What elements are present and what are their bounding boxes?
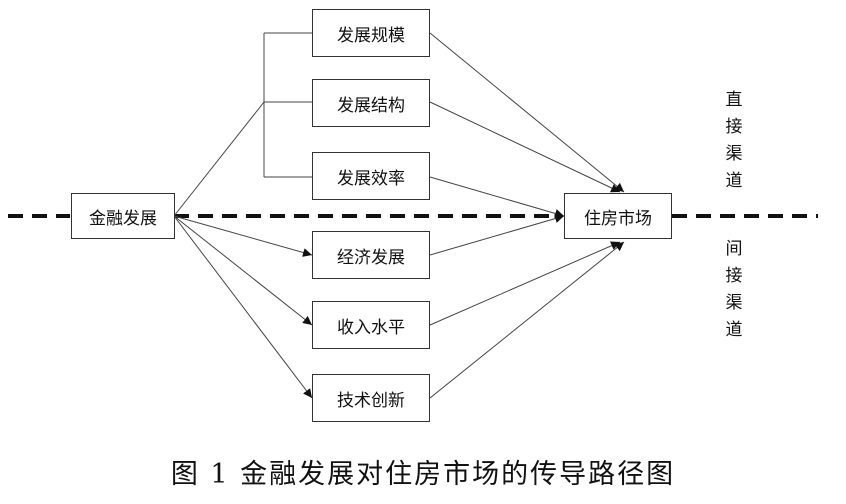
arrow-efficiency-to-target (429, 176, 565, 218)
indirect-node-income: 收入水平 (312, 301, 430, 349)
arrow-innovation-to-target (429, 241, 625, 399)
indirect-node-economic: 经济发展 (312, 231, 430, 279)
direct-node-scale: 发展规模 (312, 9, 430, 57)
indirect-node-innovation: 技术创新 (312, 374, 430, 422)
figure-caption: 图 1 金融发展对住房市场的传导路径图 (170, 459, 676, 490)
indirect-source-arrows (173, 215, 313, 399)
direct-channel-label: 直接渠道 (725, 90, 743, 191)
direct-bracket (173, 32, 312, 217)
direct-node-structure: 发展结构 (312, 79, 430, 127)
target-node: 住房市场 (564, 193, 672, 239)
arrow-economic-to-target (429, 214, 565, 256)
arrow-scale-to-target (429, 32, 625, 193)
arrow-income-to-target (429, 241, 621, 326)
arrow-to-tech-innovation (173, 215, 313, 399)
arrow-structure-to-target (429, 101, 621, 193)
source-node: 金融发展 (71, 193, 175, 239)
target-arrows (429, 32, 625, 399)
indirect-channel-label: 间接渠道 (725, 239, 743, 340)
arrow-to-income-level (173, 215, 313, 326)
direct-node-efficiency: 发展效率 (312, 152, 430, 200)
arrow-to-economic-development (173, 215, 313, 257)
